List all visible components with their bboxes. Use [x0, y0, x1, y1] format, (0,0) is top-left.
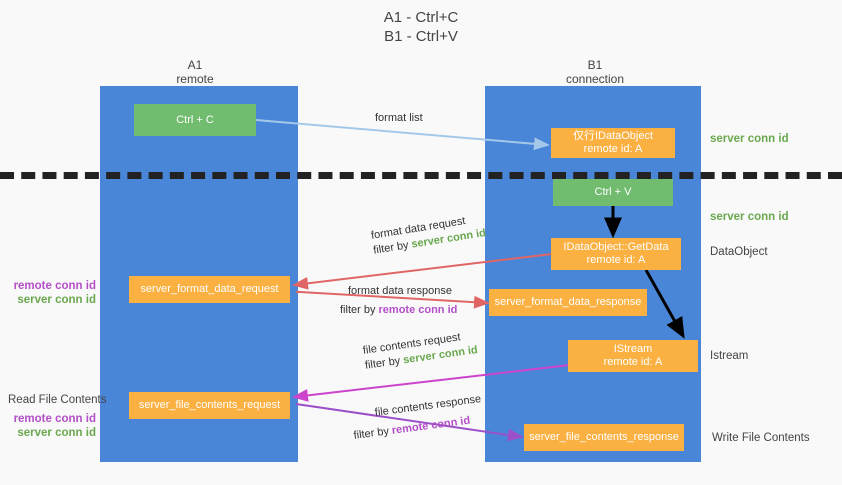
label-right-server-conn-id-top: server conn id	[710, 132, 789, 146]
edge-label-file-contents-request: file contents request filter by server c…	[362, 328, 479, 374]
node-idataobject-getdata[interactable]: IDataObject::GetData remote id: A	[551, 238, 681, 270]
label-left-server-conn-id-2: server conn id	[17, 427, 96, 439]
filter-prefix: filter by	[352, 424, 393, 442]
filter-prefix: filter by	[364, 354, 405, 372]
node-server-file-contents-request-label: server_file_contents_request	[138, 399, 281, 411]
column-b1-name: B1	[587, 58, 603, 72]
label-left-remote-conn-id-2: remote conn id	[13, 413, 96, 425]
node-ctrl-c[interactable]: Ctrl + C	[134, 104, 256, 136]
edge-format-list-text: format list	[375, 112, 423, 124]
node-idataobject-getdata-line1: IDataObject::GetData	[563, 241, 669, 253]
label-right-server-conn-id-mid: server conn id	[710, 210, 789, 224]
label-right-write-file-contents-text: Write File Contents	[712, 432, 810, 444]
node-server-file-contents-response-label: server_file_contents_response	[529, 431, 679, 443]
filter-prefix: filter by	[340, 304, 379, 316]
node-idataobject-line1: 仅行IDataObject	[572, 130, 654, 142]
node-istream-line2: remote id: A	[603, 356, 663, 368]
column-a1-sub: remote	[176, 72, 214, 86]
label-right-server-conn-id-mid-text: server conn id	[710, 211, 789, 223]
label-left-read-file-contents: Read File Contents	[8, 393, 106, 407]
label-right-dataobject-text: DataObject	[710, 246, 768, 258]
edge-label-format-list: format list	[375, 111, 423, 126]
edge-format-data-response-filter: filter by remote conn id	[340, 303, 457, 318]
node-server-format-data-response-label: server_format_data_response	[494, 296, 642, 308]
node-server-file-contents-response[interactable]: server_file_contents_response	[524, 424, 684, 451]
edge-format-data-response-text: format data response	[348, 285, 452, 297]
title-line-2: B1 - Ctrl+V	[384, 28, 458, 45]
label-left-server-conn-id-1: server conn id	[17, 294, 96, 306]
node-server-file-contents-request[interactable]: server_file_contents_request	[129, 392, 290, 419]
phase-divider	[0, 172, 842, 179]
page-title: A1 - Ctrl+C B1 - Ctrl+V	[0, 8, 842, 46]
column-header-a1: A1 remote	[115, 58, 275, 86]
label-right-istream: Istream	[710, 349, 748, 363]
edge-label-format-data-request: format data request filter by server con…	[370, 211, 487, 258]
node-ctrl-v-label: Ctrl + V	[594, 186, 632, 198]
node-istream-line1: IStream	[613, 343, 653, 355]
label-right-istream-text: Istream	[710, 350, 749, 362]
node-istream[interactable]: IStream remote id: A	[568, 340, 698, 372]
node-idataobject-getdata-line2: remote id: A	[586, 254, 646, 266]
label-left-conn-ids-top: remote conn id server conn id	[8, 279, 96, 307]
edge-file-contents-response-filter: filter by remote conn id	[353, 412, 485, 444]
label-right-dataobject: DataObject	[710, 245, 768, 259]
label-right-write-file-contents: Write File Contents	[712, 431, 810, 445]
column-header-b1: B1 connection	[515, 58, 675, 86]
title-line-1: A1 - Ctrl+C	[383, 9, 459, 26]
column-a1-name: A1	[187, 58, 203, 72]
node-server-format-data-response[interactable]: server_format_data_response	[489, 289, 647, 316]
edge-label-file-contents-response: file contents response filter by remote …	[353, 392, 485, 442]
node-server-format-data-request-label: server_format_data_request	[140, 283, 279, 295]
label-right-server-conn-id-top-text: server conn id	[710, 133, 789, 145]
edge-label-format-data-response: format data response filter by remote co…	[340, 284, 457, 318]
node-server-format-data-request[interactable]: server_format_data_request	[129, 276, 290, 303]
filter-value: remote conn id	[391, 414, 471, 437]
filter-value: remote conn id	[378, 304, 458, 316]
node-ctrl-c-label: Ctrl + C	[176, 113, 214, 126]
label-left-conn-ids-bottom: remote conn id server conn id	[8, 412, 96, 440]
column-b1-sub: connection	[565, 72, 625, 86]
node-idataobject-line2: remote id: A	[583, 143, 643, 155]
node-ctrl-v[interactable]: Ctrl + V	[553, 179, 673, 206]
label-left-read-file-contents-text: Read File Contents	[8, 394, 107, 406]
node-idataobject[interactable]: 仅行IDataObject remote id: A	[551, 128, 675, 158]
label-left-remote-conn-id-1: remote conn id	[13, 280, 96, 292]
